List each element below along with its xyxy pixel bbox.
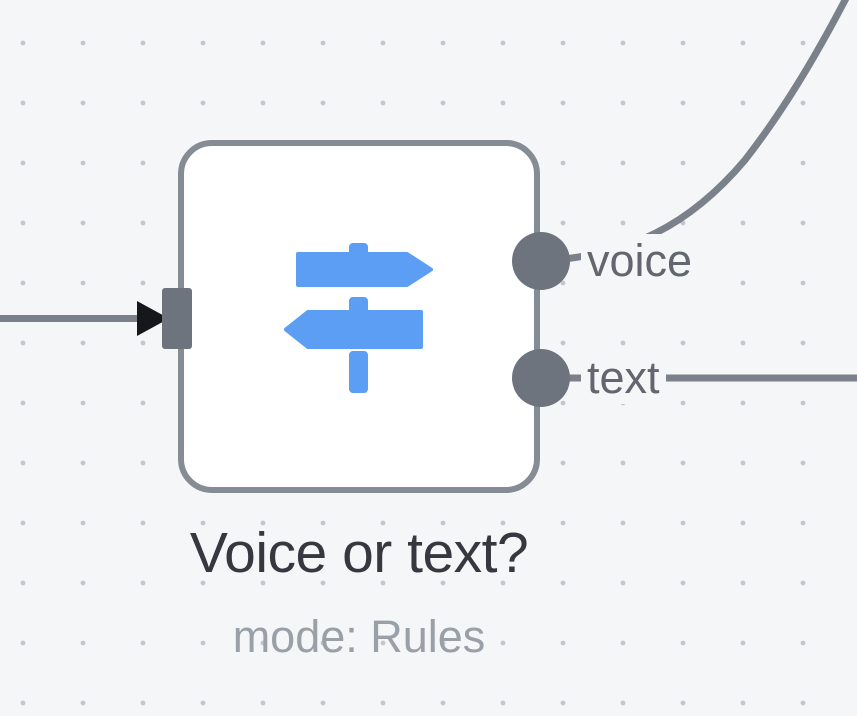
output-label-text: text bbox=[581, 351, 666, 404]
node-subtitle: mode: Rules bbox=[232, 611, 486, 662]
output-port-voice[interactable] bbox=[512, 232, 570, 290]
edge-voice-out[interactable] bbox=[540, 0, 857, 265]
output-label-voice: voice bbox=[581, 234, 699, 287]
input-port[interactable] bbox=[162, 288, 192, 349]
node-title: Voice or text? bbox=[189, 521, 529, 585]
node-voice-or-text[interactable] bbox=[178, 140, 540, 493]
input-arrow-icon bbox=[137, 301, 169, 336]
output-port-text[interactable] bbox=[512, 349, 570, 407]
signpost-icon bbox=[284, 243, 433, 393]
